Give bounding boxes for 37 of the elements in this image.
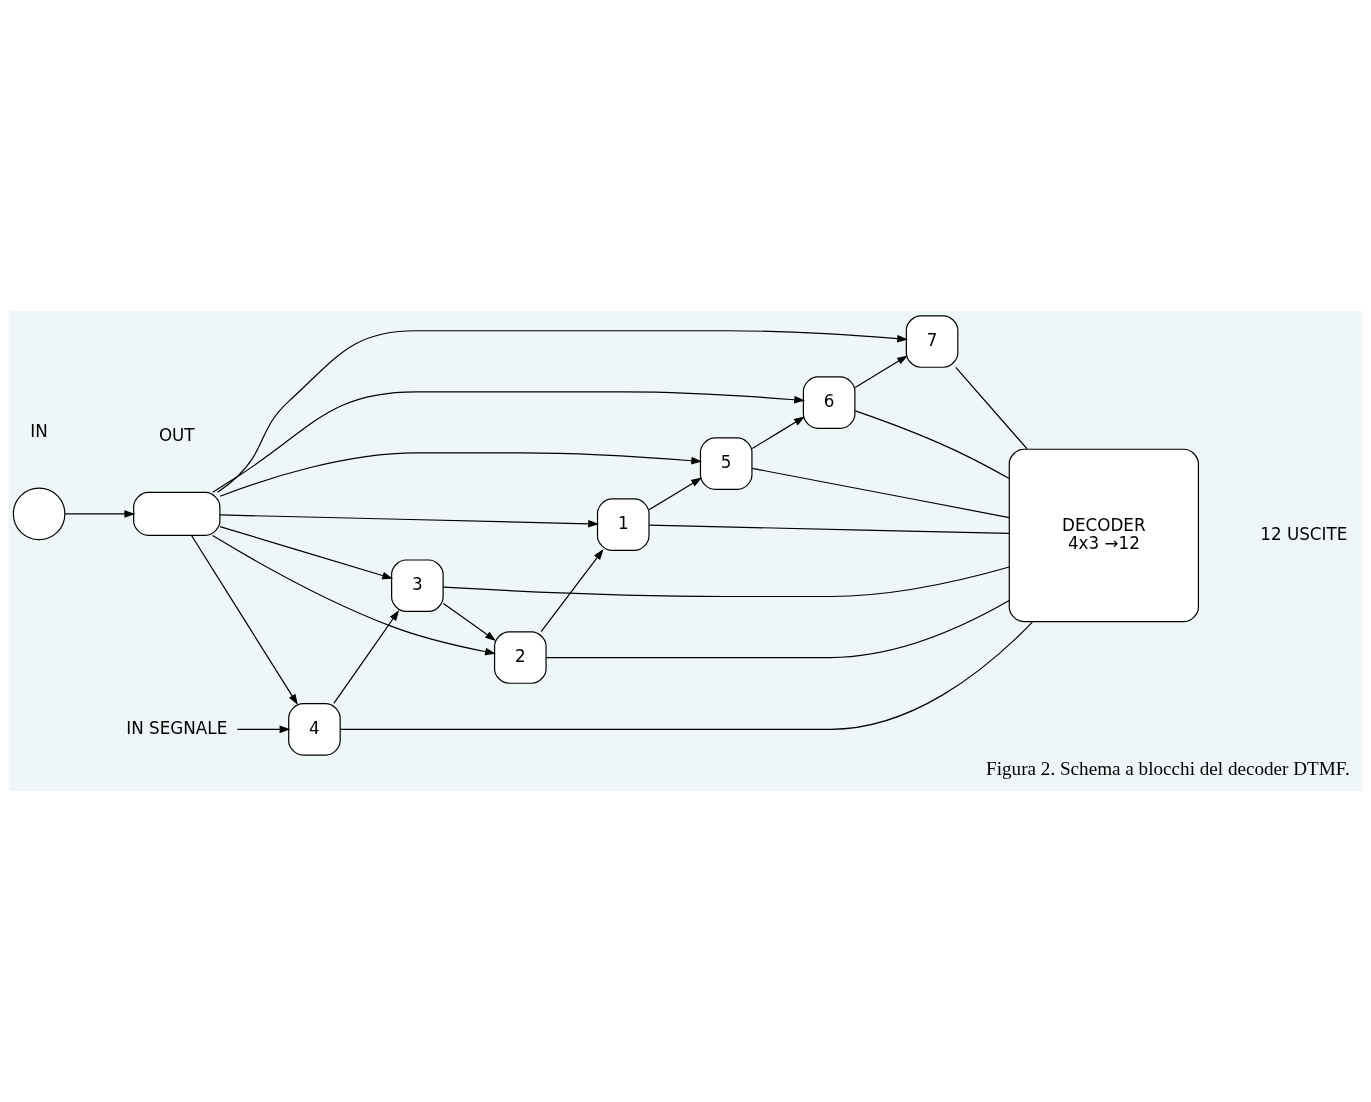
node-box: 2 <box>493 631 547 684</box>
node-box: 4 <box>288 703 341 756</box>
connector <box>545 600 1010 659</box>
arrow <box>442 602 496 642</box>
label: IN <box>30 420 48 441</box>
node-box: 6 <box>802 376 856 429</box>
label: OUT <box>158 424 195 445</box>
label: 12 USCITE <box>1260 523 1348 544</box>
node-box: 5 <box>699 437 753 490</box>
connector <box>648 524 1010 534</box>
arrow <box>212 391 806 493</box>
arrow <box>219 452 703 497</box>
arrow <box>854 355 908 389</box>
node-box: 3 <box>391 559 444 613</box>
connector <box>854 410 1010 480</box>
arrow <box>333 610 400 704</box>
node-box: 7 <box>905 315 959 368</box>
arrow <box>191 535 298 705</box>
arrow <box>219 514 599 528</box>
node-box: 1 <box>596 498 650 551</box>
connector <box>955 366 1028 450</box>
arrow <box>64 510 136 518</box>
connector <box>751 467 1010 519</box>
node-circle <box>12 487 66 541</box>
node-box: DECODER 4x3 →12 <box>1008 448 1199 623</box>
node-box <box>133 491 221 537</box>
arrow <box>540 549 604 633</box>
arrow <box>217 330 908 493</box>
arrow <box>212 534 496 656</box>
arrow <box>648 477 702 511</box>
arrow <box>219 525 394 580</box>
connector <box>442 566 1010 598</box>
connector <box>339 621 1033 730</box>
arrow <box>751 416 805 450</box>
caption: Figura 2. Schema a blocchi del decoder DTMF. <box>986 758 1350 780</box>
arrow <box>236 725 291 734</box>
node-text: IN SEGNALE <box>126 717 228 738</box>
